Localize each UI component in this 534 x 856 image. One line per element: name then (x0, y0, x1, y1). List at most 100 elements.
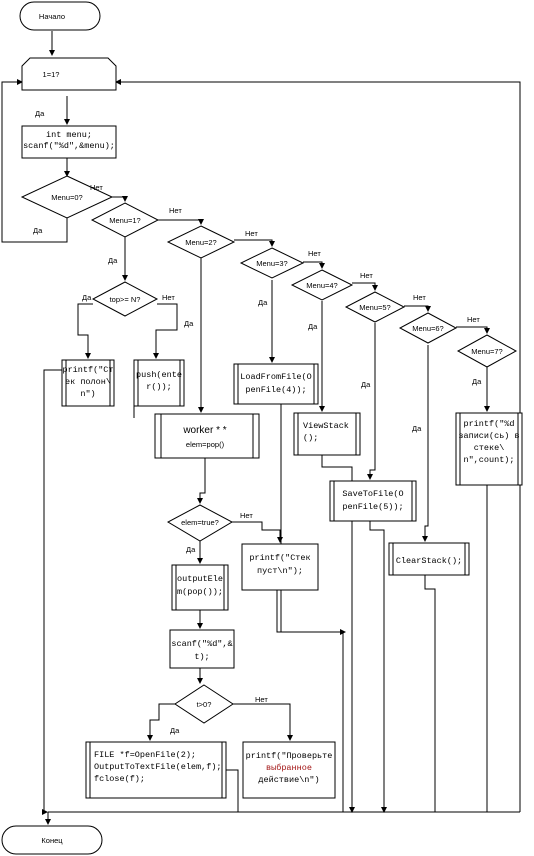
edge-label-menu0-yes: Да (33, 226, 43, 235)
clear-line-1: ClearStack(); (396, 556, 462, 566)
process-read-menu: int menu; scanf("%d",&menu); (21, 125, 117, 159)
edge-label-menu3-no: Нет (308, 249, 321, 258)
output-elem-line-2: m(pop()); (177, 587, 223, 597)
save-line-2: penFile(5)); (342, 502, 403, 512)
decision-t-gt-0-label: t>0? (197, 700, 212, 709)
edge-label-menu2-no: Нет (245, 229, 258, 238)
end-terminator: Конец (1, 825, 103, 855)
edge-label-top-yes: Да (82, 293, 92, 302)
decision-menu2: Menu=2? (166, 225, 236, 259)
loop-condition: 1=1? (43, 70, 60, 79)
file-out-line-1: FILE *f=OpenFile(2); (94, 750, 196, 760)
decision-menu7: Menu=7? (456, 334, 518, 368)
edge-label-top-no: Нет (162, 293, 175, 302)
edge-labels: Да Нет Да Нет Да Нет Да Нет Да Нет Да Не… (33, 109, 482, 735)
process-save: SaveToFile(O penFile(5)); (329, 480, 417, 522)
edge-label-menu1-yes: Да (108, 256, 118, 265)
process-push: push(ente r()); (133, 359, 185, 407)
process-view: ViewStack (); (293, 412, 361, 456)
edge-label-menu5-yes: Да (361, 380, 371, 389)
count-line-1: printf("%d (463, 419, 514, 429)
edge-label-menu3-yes: Да (258, 298, 268, 307)
flow-edges (1, 31, 521, 825)
push-line-1: push(ente (136, 370, 182, 380)
decision-menu4: Menu=4? (290, 269, 354, 301)
process-file-out: FILE *f=OpenFile(2); OutputToTextFile(el… (85, 741, 227, 799)
print-full-line-1: printf("Ст (62, 365, 113, 375)
decision-menu5-label: Menu=5? (359, 303, 390, 312)
decision-menu0: Menu=0? (20, 175, 114, 219)
edge-label-elem-no: Нет (240, 511, 253, 520)
decision-menu1: Menu=1? (90, 202, 160, 238)
decision-top-full-label: top>= N? (110, 295, 141, 304)
decision-menu7-label: Menu=7? (471, 347, 502, 356)
decision-menu3: Menu=3? (239, 247, 305, 279)
decision-t-gt-0: t>0? (174, 684, 234, 724)
edge-label-t-yes: Да (170, 726, 180, 735)
decision-menu2-label: Menu=2? (185, 238, 216, 247)
decision-menu5: Menu=5? (344, 291, 406, 323)
print-empty-line-2: пуст\n"); (257, 566, 303, 576)
load-line-2: penFile(4)); (245, 385, 306, 395)
edge-label-menu2-yes: Да (184, 319, 194, 328)
process-print-empty: printf("Стек пуст\n"); (241, 543, 319, 591)
decision-top-full: top>= N? (91, 281, 159, 317)
loop-block: 1=1? (21, 57, 117, 91)
end-label: Конец (41, 836, 63, 845)
view-line-2: (); (303, 433, 318, 443)
pop-line-2: elem=pop() (186, 440, 225, 449)
read-menu-line-1: int menu; (46, 130, 92, 140)
edge-label-elem-yes: Да (186, 545, 196, 554)
load-line-1: LoadFromFile(O (240, 372, 311, 382)
output-elem-line-1: outputEle (177, 574, 223, 584)
check-choice-line-1: printf("Проверьте (246, 751, 333, 761)
edge-label-menu6-yes: Да (412, 424, 422, 433)
process-check-choice: printf("Проверьте выбранное действие\n") (242, 741, 336, 799)
edge-label-t-no: Нет (255, 695, 268, 704)
process-read-t: scanf("%d",& t); (169, 629, 235, 669)
read-t-line-1: scanf("%d",& (171, 639, 232, 649)
check-choice-line-3: действие\n") (258, 775, 319, 785)
read-t-line-2: t); (194, 652, 209, 662)
check-choice-line-2: выбранное (266, 763, 312, 773)
print-empty-line-1: printf("Стек (249, 553, 310, 563)
file-out-line-2: OutputToTextFile(elem,f); (94, 762, 222, 772)
pop-line-1: worker * * (182, 425, 226, 436)
process-clear: ClearStack(); (388, 542, 470, 576)
edge-label-menu7-yes: Да (472, 377, 482, 386)
process-load: LoadFromFile(O penFile(4)); (233, 363, 319, 405)
count-line-2: записи(сь) в (458, 431, 519, 441)
decision-menu6: Menu=6? (398, 312, 458, 344)
start-label: Начало (39, 12, 65, 21)
decision-menu6-label: Menu=6? (412, 324, 443, 333)
file-out-line-3: fclose(f); (94, 774, 145, 784)
decision-menu3-label: Menu=3? (256, 259, 287, 268)
save-line-1: SaveToFile(O (342, 489, 403, 499)
decision-elem-true-label: elem=true? (181, 518, 219, 527)
edge-label-menu4-no: Нет (360, 271, 373, 280)
decision-menu4-label: Menu=4? (306, 281, 337, 290)
count-line-4: n",count); (463, 455, 514, 465)
decision-menu0-label: Menu=0? (51, 193, 82, 202)
decision-menu1-label: Menu=1? (109, 216, 140, 225)
process-print-full: printf("Ст ек полон\ n") (61, 359, 115, 407)
push-line-2: r()); (146, 382, 172, 392)
view-line-1: ViewStack (303, 421, 349, 431)
edge-label-menu6-no: Нет (467, 315, 480, 324)
edge-label-menu5-no: Нет (413, 293, 426, 302)
edge-label-menu4-yes: Да (308, 322, 318, 331)
edge-label-loop-yes: Да (35, 109, 45, 118)
process-count: printf("%d записи(сь) в стеке\ n",count)… (455, 412, 523, 486)
process-output-elem: outputEle m(pop()); (171, 564, 229, 611)
edge-label-menu0-no: Нет (90, 183, 103, 192)
start-terminator: Начало (19, 1, 101, 31)
edge-label-menu1-no: Нет (169, 206, 182, 215)
print-full-line-2: ек полон\ (65, 377, 111, 387)
decision-elem-true: elem=true? (166, 504, 234, 542)
count-line-3: стеке\ (474, 443, 505, 453)
print-full-line-3: n") (80, 389, 95, 399)
read-menu-line-2: scanf("%d",&menu); (23, 141, 115, 151)
process-pop: worker * * elem=pop() (154, 413, 260, 459)
